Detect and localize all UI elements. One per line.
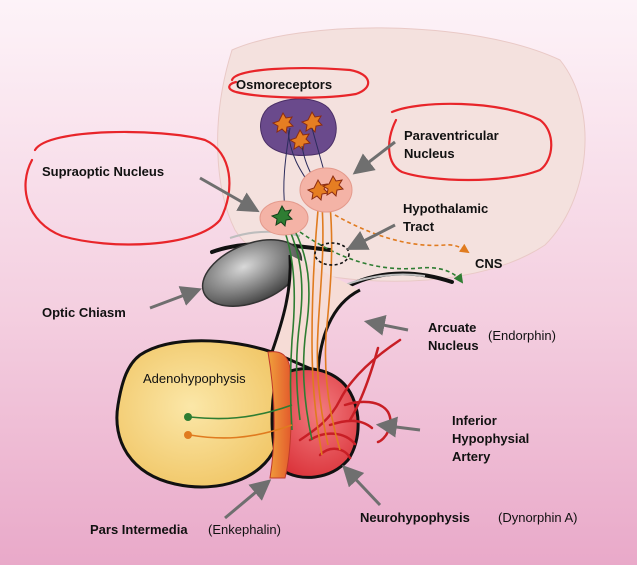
supraoptic-circle	[24, 130, 231, 246]
pointer-arrows	[149, 140, 421, 520]
label-osmoreceptors: Osmoreceptors	[236, 77, 332, 92]
hypothalamic-tract-marker	[314, 242, 350, 266]
label-cns: CNS	[475, 256, 503, 271]
hypothalamic-tract-green	[189, 219, 464, 441]
label-arcuate-sub: (Endorphin)	[488, 328, 556, 343]
label-paraventricular-line2: Nucleus	[404, 146, 455, 161]
label-neurohypophysis-sub: (Dynorphin A)	[498, 510, 577, 525]
label-inferior-line2: Hypophysial	[452, 431, 529, 446]
label-arcuate-line1: Arcuate	[428, 320, 476, 335]
label-paraventricular-line1: Paraventricular	[404, 128, 499, 143]
paraventricular-nucleus-shape	[299, 167, 353, 213]
hypothalamus-region	[217, 27, 586, 282]
osmoreceptor-neurons	[271, 110, 324, 152]
label-hypothalamic-line1: Hypothalamic	[403, 201, 488, 216]
label-pars-intermedia: Pars Intermedia	[90, 522, 188, 537]
label-supraoptic: Supraoptic Nucleus	[42, 164, 164, 179]
adenohypophysis-shape	[115, 339, 284, 489]
label-inferior-line1: Inferior	[452, 413, 497, 428]
supraoptic-neuron	[270, 204, 294, 228]
label-pars-intermedia-sub: (Enkephalin)	[208, 522, 281, 537]
hypothalamic-tract-orange	[189, 204, 470, 456]
label-adenohypophysis: Adenohypophysis	[143, 371, 246, 386]
label-hypothalamic-line2: Tract	[403, 219, 435, 234]
label-arcuate-line2: Nucleus	[428, 338, 479, 353]
pars-intermedia-shape	[267, 351, 292, 479]
label-neurohypophysis: Neurohypophysis	[360, 510, 470, 525]
osmoreceptors-circle	[228, 67, 370, 99]
paraventricular-circle	[388, 102, 553, 182]
label-inferior-line3: Artery	[452, 449, 491, 464]
optic-chiasm-shape	[201, 239, 303, 307]
green-terminal-dot	[184, 413, 192, 421]
orange-terminal-dot	[184, 431, 192, 439]
label-optic-chiasm: Optic Chiasm	[42, 305, 126, 320]
paraventricular-neurons	[306, 174, 345, 202]
osmoreceptor-cluster	[260, 98, 337, 156]
red-annotation-marks	[24, 67, 553, 246]
